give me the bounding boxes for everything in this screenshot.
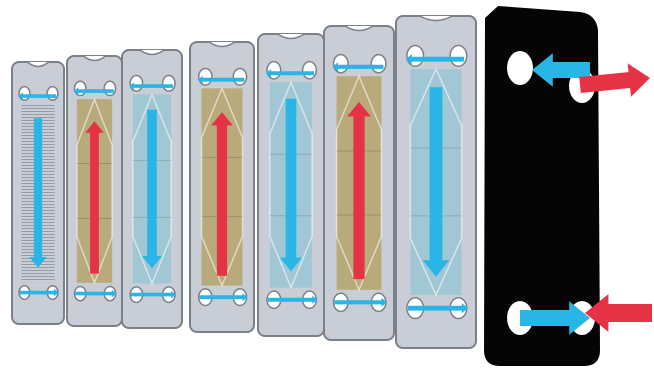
- port-hole: [450, 45, 467, 66]
- plate-6: [324, 26, 394, 340]
- port-hole: [267, 62, 281, 79]
- plate-4: [190, 42, 254, 332]
- port-hole: [303, 62, 317, 79]
- plate-3: [122, 50, 182, 328]
- port-hole: [407, 45, 424, 66]
- port-hole: [371, 55, 386, 73]
- port-hole: [507, 51, 533, 85]
- plate-5: [258, 34, 324, 336]
- port-hole: [74, 81, 85, 95]
- port-hole: [104, 81, 115, 95]
- plate-1: [12, 62, 64, 324]
- port-hole: [130, 76, 142, 92]
- port-hole: [199, 68, 212, 85]
- plate-7: [396, 16, 476, 348]
- port-hole: [233, 68, 246, 85]
- port-hole: [163, 76, 175, 92]
- plate-2: [67, 56, 122, 326]
- port-hole: [19, 87, 30, 101]
- port-hole: [47, 87, 58, 101]
- port-hole: [334, 55, 349, 73]
